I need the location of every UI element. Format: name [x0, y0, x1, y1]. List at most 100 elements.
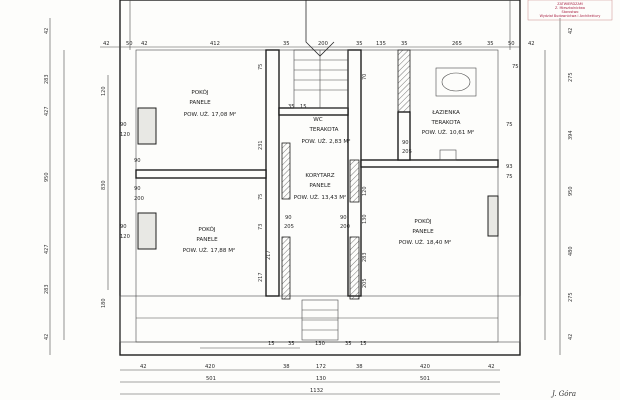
dim-top: 265: [452, 41, 462, 47]
room-label-wc: WC TERAKOTA POW. UŻ. 2,83 M²: [301, 117, 350, 145]
bathroom-fixtures: [435, 67, 477, 161]
dim-right: 275: [568, 292, 574, 302]
dim-bottom: 35: [345, 341, 352, 347]
dim-right-inner: 93: [506, 164, 513, 170]
dim-bottom: 42: [140, 364, 147, 370]
dim-left-inner: 830: [101, 180, 107, 190]
dim-inner: 120: [362, 186, 368, 196]
dim-bottom: 420: [205, 364, 215, 370]
room-label-right-bottom: POKÓJ PANELE POW. UŻ. 18,40 M²: [399, 218, 452, 246]
room-area: POW. UŻ. 17,88 M²: [183, 247, 236, 254]
dim-inner: 205: [402, 149, 412, 155]
dim-opening: 120: [120, 132, 130, 138]
room-name: POKÓJ: [198, 226, 216, 233]
dim-left: 427: [44, 244, 50, 254]
dim-bottom: 420: [420, 364, 430, 370]
dim-inner: 90: [134, 186, 141, 192]
bottom-ledge: [119, 295, 521, 343]
dim-inner: 217: [258, 272, 264, 282]
dim-right: 275: [568, 72, 574, 82]
dim-inner: 90: [340, 215, 347, 221]
room-area: POW. UŻ. 2,83 M²: [301, 138, 350, 145]
dim-left-inner: 180: [101, 298, 107, 308]
dim-top: 35: [401, 41, 408, 47]
dim-bottom: 130: [315, 341, 325, 347]
dim-inner: 205: [284, 224, 294, 230]
dim-right: 394: [568, 130, 574, 140]
dim-left: 950: [44, 172, 50, 182]
stamp-line: ZATWIERDZAM: [557, 2, 583, 6]
dim-inner: 130: [362, 214, 368, 224]
approval-stamp: ZATWIERDZAM Z. Mieszkalnictwa Starostwo …: [527, 0, 613, 21]
dim-bottom: 38: [356, 364, 363, 370]
bottom-dimensions: 42 420 38 172 38 420 42 501 130 501 1132…: [140, 341, 495, 394]
dim-top: 35: [356, 41, 363, 47]
signature: J. Góra: [550, 390, 576, 398]
dim-inner: 75: [258, 64, 264, 70]
dim-bottom: 501: [206, 376, 216, 382]
dim-inner: 90: [285, 215, 292, 221]
dim-inner: 200: [134, 196, 144, 202]
dim-top: 50: [126, 41, 133, 47]
dim-right: 42: [568, 28, 574, 34]
dim-right-inner: 75: [506, 174, 513, 180]
dim-top: 50: [508, 41, 515, 47]
dim-left-inner: 120: [101, 86, 107, 96]
dim-top: 42: [528, 41, 535, 47]
room-finish: TERAKOTA: [308, 127, 338, 133]
dim-left: 283: [44, 284, 50, 294]
dim-top: 42: [103, 41, 110, 47]
dim-opening: 90: [120, 122, 127, 128]
dim-right-inner: 75: [512, 64, 519, 70]
room-name: ŁAZIENKA: [431, 110, 460, 116]
dim-inner: 15: [300, 104, 307, 110]
room-finish: TERAKOTA: [430, 120, 460, 126]
room-label-left-top: POKÓJ PANELE POW. UŻ. 17,08 M²: [184, 89, 237, 118]
dim-inner: 231: [258, 140, 264, 150]
staircase: [293, 0, 349, 109]
room-label-bathroom: ŁAZIENKA TERAKOTA POW. UŻ. 10,61 M²: [422, 110, 475, 136]
dim-inner: 73: [258, 224, 264, 230]
dimension-lines: [49, 18, 561, 395]
room-area: POW. UŻ. 18,40 M²: [399, 239, 452, 246]
dim-bottom: 15: [268, 341, 275, 347]
dim-bottom: 35: [288, 341, 295, 347]
right-dimensions: 42 275 394 950 480 275 42 75 75 93 75: [506, 28, 574, 340]
room-area: POW. UŻ. 17,08 M²: [184, 111, 237, 118]
bathtub: [435, 67, 477, 97]
dim-opening: 90: [120, 224, 127, 230]
dim-top: 35: [487, 41, 494, 47]
inner-dimensions: 75 231 75 73 217 35 15 90 205 90 200 90 …: [134, 64, 412, 288]
dim-right: 42: [568, 334, 574, 340]
sink: [439, 149, 457, 161]
room-name: POKÓJ: [191, 89, 209, 96]
stamp-line: Starostwo: [562, 10, 579, 14]
room-finish: PANELE: [196, 237, 218, 243]
entrance: [301, 299, 339, 341]
dim-top: 42: [141, 41, 148, 47]
interior-walls: [135, 49, 499, 300]
dim-bottom: 15: [360, 341, 367, 347]
room-name: KORYTARZ: [305, 173, 334, 179]
dim-left: 42: [44, 334, 50, 340]
dim-inner: 75: [258, 194, 264, 200]
dim-right: 950: [568, 186, 574, 196]
room-finish: PANELE: [412, 229, 434, 235]
stamp-line: Wydział Budownictwa i Architektury: [540, 14, 601, 18]
dim-bottom: 172: [316, 364, 326, 370]
dim-inner: 35: [288, 104, 295, 110]
room-label-left-bottom: POKÓJ PANELE POW. UŻ. 17,88 M²: [183, 226, 236, 254]
dim-left: 427: [44, 106, 50, 116]
room-area: POW. UŻ. 13,43 M²: [294, 194, 347, 201]
left-dimensions: 42 283 427 950 427 283 42 120 830 180 90…: [44, 28, 130, 340]
top-dimensions: 42 50 42 412 35 200 35 135 35 265 35 50 …: [103, 41, 535, 47]
dim-inner: 200: [340, 224, 350, 230]
room-finish: PANELE: [189, 100, 211, 106]
room-name: WC: [313, 117, 323, 123]
dim-inner: 90: [402, 140, 409, 146]
room-label-corridor: KORYTARZ PANELE POW. UŻ. 13,43 M²: [294, 173, 347, 201]
dim-bottom: 130: [316, 376, 326, 382]
dim-right-inner: 75: [506, 122, 513, 128]
dim-left: 42: [44, 28, 50, 34]
dim-inner: 90: [134, 158, 141, 164]
